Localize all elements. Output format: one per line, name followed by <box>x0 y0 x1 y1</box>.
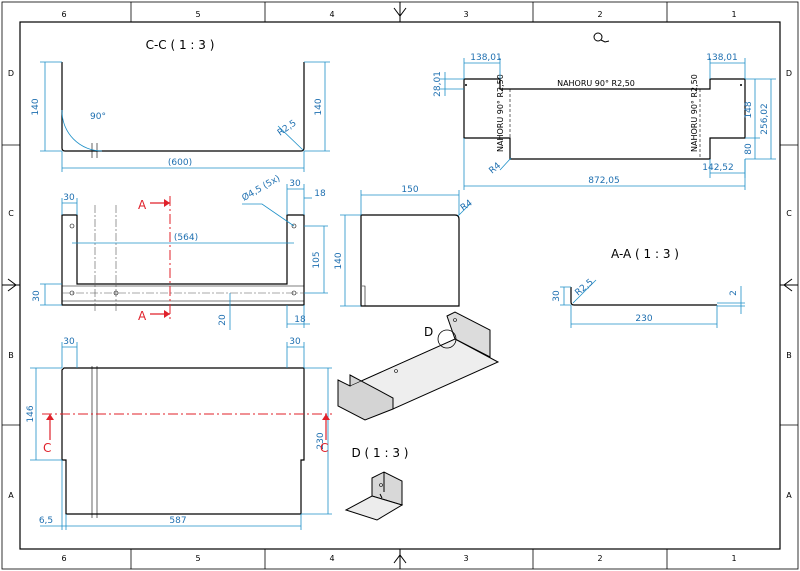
view-isometric[interactable]: D <box>337 311 500 421</box>
detail-d-flange <box>371 471 403 506</box>
dim-top-587: 587 <box>169 516 186 526</box>
dim-side-width: 150 <box>401 185 418 195</box>
zone-col-2-bottom: 2 <box>597 554 602 563</box>
section-c-label-right: C <box>320 441 328 455</box>
dim-top-65: 6,5 <box>39 516 53 526</box>
flat-bend-note-left: NAHORU 90° R2,50 <box>496 74 505 152</box>
dim-top-230: 230 <box>316 432 326 449</box>
flat-bend-note-top: NAHORU 90° R2,50 <box>557 79 635 88</box>
dim-flat-256: 256,02 <box>760 103 770 135</box>
dim-side-height: 140 <box>334 252 344 269</box>
zone-row-a-left: A <box>8 491 14 500</box>
magnifier-icon[interactable] <box>593 32 610 43</box>
dim-cc-right-height: 140 <box>314 98 324 115</box>
dim-aa-2: 2 <box>729 290 739 296</box>
dim-cc-width: (600) <box>168 158 192 168</box>
dim-aa-230: 230 <box>635 314 652 324</box>
section-aa-title: A-A ( 1 : 3 ) <box>611 247 679 261</box>
front-outline <box>61 214 305 306</box>
zone-row-d-right: D <box>786 69 792 78</box>
dim-flat-142: 142,52 <box>702 163 734 173</box>
zone-col-4-bottom: 4 <box>329 554 334 563</box>
view-side[interactable]: 150 R4 140 <box>334 185 475 307</box>
dim-flat-872: 872,05 <box>588 176 620 186</box>
section-a-cut[interactable]: A A <box>138 196 171 323</box>
dim-front-flange-left: 30 <box>63 193 75 203</box>
dim-front-height: 105 <box>312 251 322 268</box>
zone-col-1-top: 1 <box>731 10 736 19</box>
dim-flat-80: 80 <box>744 143 754 155</box>
flat-outline <box>463 78 746 160</box>
zone-row-c-left: C <box>8 209 14 218</box>
dim-front-span: (564) <box>174 233 198 243</box>
zone-row-a-right: A <box>786 491 792 500</box>
detail-d-label: D <box>424 325 433 339</box>
view-flat-pattern[interactable]: NAHORU 90° R2,50 NAHORU 90° R2,50 NAHORU… <box>433 53 776 190</box>
zone-col-6-top: 6 <box>61 10 66 19</box>
zone-col-4-top: 4 <box>329 10 334 19</box>
dim-cc-left-height: 140 <box>31 98 41 115</box>
iso-front-flange <box>337 374 394 421</box>
zone-col-5-top: 5 <box>195 10 200 19</box>
dim-flat-28: 28,01 <box>433 71 443 97</box>
view-section-cc[interactable]: C-C ( 1 : 3 ) 140 140 90° R2,5 (600) <box>31 38 330 172</box>
dim-aa-30: 30 <box>552 290 562 302</box>
zone-row-c-right: C <box>786 209 792 218</box>
dim-front-18-bottom: 18 <box>294 315 306 325</box>
section-aa-profile <box>570 287 717 306</box>
zone-col-6-bottom: 6 <box>61 554 66 563</box>
zone-row-d-left: D <box>8 69 14 78</box>
iso-back-flange <box>446 311 491 358</box>
zone-col-3-top: 3 <box>463 10 468 19</box>
dim-cc-angle: 90° <box>90 112 106 122</box>
dim-flat-radius: R4 <box>488 161 504 177</box>
dim-front-base: 30 <box>32 290 42 302</box>
inner-frame <box>19 21 781 550</box>
view-front[interactable]: 30 30 18 Ø4,5 (5x) (564) 105 30 20 18 <box>32 173 328 330</box>
dim-flat-138-right: 138,01 <box>706 53 738 63</box>
dim-side-radius: R4 <box>459 198 475 213</box>
detail-d-base <box>344 495 404 521</box>
detail-d-marker[interactable] <box>437 329 457 349</box>
dim-top-flange-left: 30 <box>63 337 75 347</box>
dim-aa-radius: R2,5 <box>574 277 596 298</box>
zone-row-b-right: B <box>786 351 792 360</box>
view-top[interactable]: 30 30 146 230 6,5 587 <box>26 337 332 530</box>
dim-front-hole: Ø4,5 (5x) <box>240 173 282 204</box>
section-c-cut[interactable]: C C <box>42 413 332 455</box>
view-detail-d[interactable]: D ( 1 : 3 ) <box>344 446 409 521</box>
dim-flat-148: 148 <box>744 101 754 118</box>
zone-col-5-bottom: 5 <box>195 554 200 563</box>
section-cc-profile <box>61 62 305 152</box>
detail-d-title: D ( 1 : 3 ) <box>352 446 409 460</box>
side-outline <box>360 214 460 307</box>
zone-col-2-top: 2 <box>597 10 602 19</box>
dim-top-146: 146 <box>26 405 36 422</box>
dim-front-flange-right: 30 <box>289 179 301 189</box>
section-a-label-bottom: A <box>138 309 147 323</box>
dim-top-flange-right: 30 <box>289 337 301 347</box>
section-a-label-top: A <box>138 198 147 212</box>
section-c-label-left: C <box>43 441 51 455</box>
dim-flat-138-left: 138,01 <box>470 53 502 63</box>
zone-col-3-bottom: 3 <box>463 554 468 563</box>
zone-col-1-bottom: 1 <box>731 554 736 563</box>
view-section-aa[interactable]: A-A ( 1 : 3 ) 30 R2,5 2 230 <box>552 247 745 328</box>
dim-front-thickness: 18 <box>314 189 326 199</box>
top-outline <box>61 367 305 515</box>
section-cc-title: C-C ( 1 : 3 ) <box>146 38 215 52</box>
flat-bend-note-right: NAHORU 90° R2,50 <box>690 74 699 152</box>
zone-row-b-left: B <box>8 351 14 360</box>
dim-front-20: 20 <box>218 314 228 326</box>
